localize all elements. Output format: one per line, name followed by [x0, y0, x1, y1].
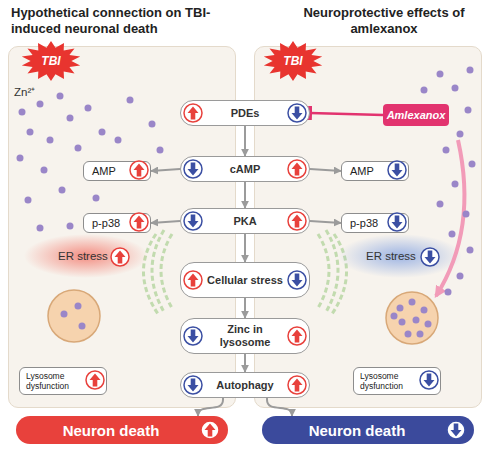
- ion-label: Zn²⁺: [14, 84, 35, 99]
- injury-burst: TBI: [21, 41, 81, 81]
- flow-arrow: [244, 126, 246, 156]
- node-text: Zinc in lysosome: [205, 323, 285, 349]
- node-text: Lysosome dysfunction: [26, 371, 86, 391]
- panel-heading: Neuroprotective effects of amlexanox: [299, 5, 469, 37]
- er-membrane-arc: [143, 234, 158, 314]
- node-text: Lysosome dysfunction: [360, 371, 420, 391]
- outcome-pill: Neuron death: [16, 416, 228, 444]
- node-text: TBI: [41, 54, 60, 68]
- er-membrane-arc: [332, 234, 347, 314]
- stress-label: ER stress: [366, 250, 416, 262]
- flow-arrow: [244, 182, 246, 208]
- burst-shape: [22, 41, 80, 81]
- er-membrane-arc: [152, 230, 164, 312]
- flow-arrow: [310, 169, 341, 171]
- inhibition-line: [310, 113, 383, 115]
- flow-arrow: [310, 221, 341, 223]
- stress-label: ER stress: [58, 250, 108, 262]
- burst-shape: [264, 41, 322, 81]
- node-text: Cellular stress: [207, 274, 283, 287]
- flow-arrow: [198, 398, 223, 416]
- injury-burst: TBI: [263, 41, 323, 81]
- node-text: p-p38: [350, 217, 378, 229]
- node-text: TBI: [283, 54, 302, 68]
- panel-heading: Hypothetical connection on TBI-induced n…: [11, 5, 225, 37]
- node-text: Neuron death: [309, 422, 406, 439]
- node-text: AMP: [92, 165, 116, 177]
- er-membrane-arc: [318, 234, 329, 308]
- lysosome: [48, 290, 100, 342]
- outcome-pill: Neuron death: [262, 416, 474, 444]
- flow-arrow: [151, 221, 180, 223]
- node-text: Neuron death: [63, 422, 160, 439]
- lysosome: [386, 292, 438, 344]
- er-membrane-arc: [161, 234, 172, 308]
- node-text: AMP: [350, 165, 374, 177]
- down-arrow-icon: [184, 104, 465, 439]
- er-stress-glow: [24, 234, 148, 278]
- node-text: cAMP: [230, 163, 261, 176]
- er-stress-glow: [338, 234, 462, 278]
- zinc-dot: [17, 67, 476, 338]
- flow-arrow: [244, 298, 246, 318]
- flow-arrow: [244, 234, 246, 262]
- drug-box: Amlexanox: [383, 104, 449, 126]
- flow-arrow: [151, 169, 180, 171]
- node-text: PDEs: [231, 107, 260, 120]
- connector-group: [151, 113, 383, 416]
- node-text: Autophagy: [216, 379, 273, 392]
- zinc-flow-arrow: [436, 140, 464, 296]
- node-text: Amlexanox: [387, 109, 446, 121]
- flow-arrow: [267, 398, 292, 416]
- node-text: PKA: [233, 215, 256, 228]
- flow-arrow: [244, 354, 246, 372]
- up-arrow-icon: [86, 104, 306, 439]
- er-membrane-arc: [326, 230, 338, 312]
- node-text: p-p38: [92, 217, 120, 229]
